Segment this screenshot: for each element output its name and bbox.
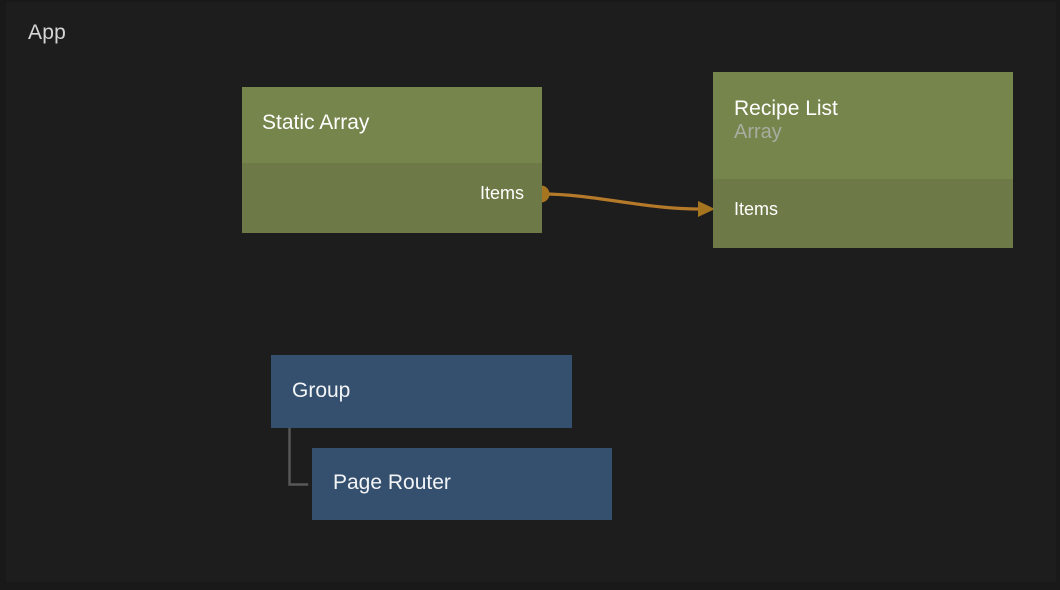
port-static-array-items-label: Items bbox=[479, 183, 524, 203]
node-page-router[interactable]: Page Router bbox=[312, 448, 612, 520]
node-static-array[interactable]: Static Array Items bbox=[242, 87, 542, 233]
node-group[interactable]: Group bbox=[271, 355, 572, 428]
node-recipe-list-header: Recipe List Array bbox=[713, 72, 1013, 179]
edge-items-to-items-path bbox=[540, 192, 708, 211]
node-static-array-header: Static Array bbox=[242, 87, 542, 163]
edge-group-to-page-router bbox=[288, 427, 309, 486]
node-static-array-body: Items bbox=[242, 163, 542, 233]
node-group-title: Group bbox=[292, 379, 351, 402]
tree-elbow-connector-icon bbox=[288, 427, 309, 486]
port-static-array-items[interactable]: Items bbox=[242, 183, 524, 204]
node-recipe-list-subtitle: Array bbox=[734, 120, 782, 143]
port-recipe-list-items-label: Items bbox=[734, 199, 779, 219]
edge-items-to-items bbox=[532, 185, 715, 217]
node-static-array-title: Static Array bbox=[262, 111, 370, 134]
port-recipe-list-items[interactable]: Items bbox=[734, 199, 1013, 220]
page-title: App bbox=[28, 21, 66, 44]
node-recipe-list-title: Recipe List bbox=[734, 97, 838, 120]
node-page-router-title: Page Router bbox=[333, 471, 451, 494]
node-recipe-list-body: Items bbox=[713, 179, 1013, 248]
node-recipe-list[interactable]: Recipe List Array Items bbox=[713, 72, 1013, 248]
